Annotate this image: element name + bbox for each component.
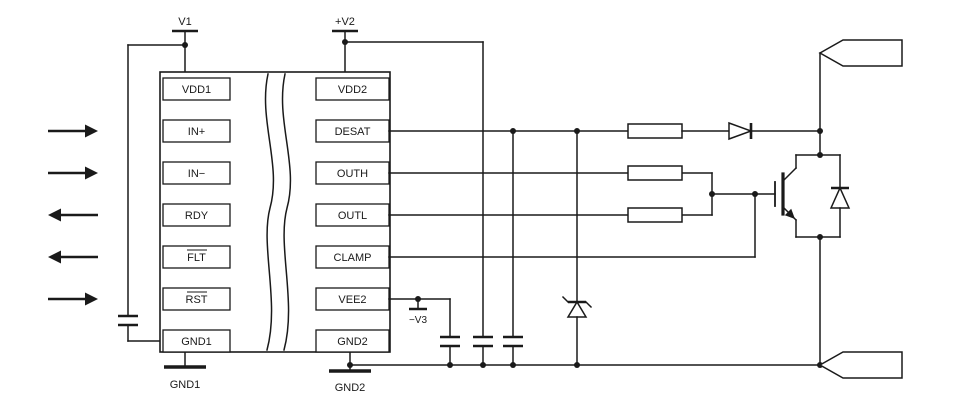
vee2-capacitor (440, 335, 460, 366)
arrow-in-minus-icon (48, 166, 98, 180)
ic: VDD1 IN+ IN− RDY FLT RST GND1 VDD2 DESAT… (159, 71, 391, 353)
pin-label-vdd1: VDD1 (182, 84, 211, 96)
pin-box-vdd2 (315, 77, 390, 101)
pin-label-clamp: CLAMP (334, 252, 372, 264)
signal-arrows (48, 124, 98, 306)
v1-bypass-capacitor (118, 44, 186, 342)
pin-label-vdd2: VDD2 (338, 84, 367, 96)
gate-wire (709, 172, 776, 216)
pin-box-rdy (162, 203, 231, 227)
outh-gate-resistor (627, 165, 683, 181)
igbt (774, 154, 798, 238)
right-pin-column: VDD2 DESAT OUTH OUTL CLAMP VEE2 GND2 (315, 77, 390, 353)
pin-label-in-plus: IN+ (188, 126, 205, 138)
freewheel-diode (829, 154, 851, 238)
outl-gate-resistor (627, 207, 683, 223)
hv-bus-top (795, 39, 903, 158)
v1-supply: V1 (172, 16, 198, 79)
v3-supply: −V3 (409, 296, 428, 326)
pin-label-rdy: RDY (185, 210, 209, 222)
wire-desat (388, 128, 629, 134)
emitter-net (795, 234, 841, 366)
pin-label-desat: DESAT (335, 126, 371, 138)
pin-label-gnd1: GND1 (181, 336, 212, 348)
pin-box-gnd1 (162, 329, 231, 353)
pin-box-gnd2 (315, 329, 390, 353)
gnd2-label: GND2 (335, 382, 366, 394)
pin-label-in-minus: IN− (188, 168, 205, 180)
v1-label: V1 (178, 16, 191, 28)
top-bus-connector (818, 39, 903, 67)
igbt-emitter-arrow-icon (784, 208, 795, 219)
pin-box-vdd1 (162, 77, 231, 101)
desat-capacitor (503, 130, 523, 366)
arrow-flt-icon (48, 250, 98, 264)
pin-label-rst: RST (186, 294, 208, 306)
gnd2-ground: GND2 (329, 351, 371, 394)
pin-box-in-minus (162, 161, 231, 185)
v3-label: −V3 (409, 315, 428, 326)
v2-label: +V2 (335, 16, 355, 28)
isolation-barrier-icon (264, 73, 292, 351)
pin-label-outl: OUTL (338, 210, 367, 222)
left-pin-column: VDD1 IN+ IN− RDY FLT RST GND1 (162, 77, 231, 353)
pin-box-rst (162, 287, 231, 311)
pin-label-vee2: VEE2 (338, 294, 366, 306)
gnd1-label: GND1 (170, 379, 201, 391)
desat-blocking-diode (681, 121, 821, 141)
wire-clamp (388, 193, 756, 258)
pin-box-in-plus (162, 119, 231, 143)
pin-label-outh: OUTH (337, 168, 368, 180)
desat-resistor (627, 123, 683, 139)
bottom-bus-connector (818, 351, 903, 379)
pin-label-gnd2: GND2 (337, 336, 368, 348)
arrow-in-plus-icon (48, 124, 98, 138)
v2-supply: +V2 (332, 16, 484, 338)
tvs-zener-diode (561, 130, 593, 366)
gnd2-rail (347, 351, 903, 379)
pin-label-flt: FLT (187, 252, 206, 264)
gnd1-ground: GND1 (164, 351, 206, 391)
pin-box-flt (162, 245, 231, 269)
vdd2-capacitor (473, 335, 493, 366)
arrow-rst-icon (48, 292, 98, 306)
arrow-rdy-icon (48, 208, 98, 222)
